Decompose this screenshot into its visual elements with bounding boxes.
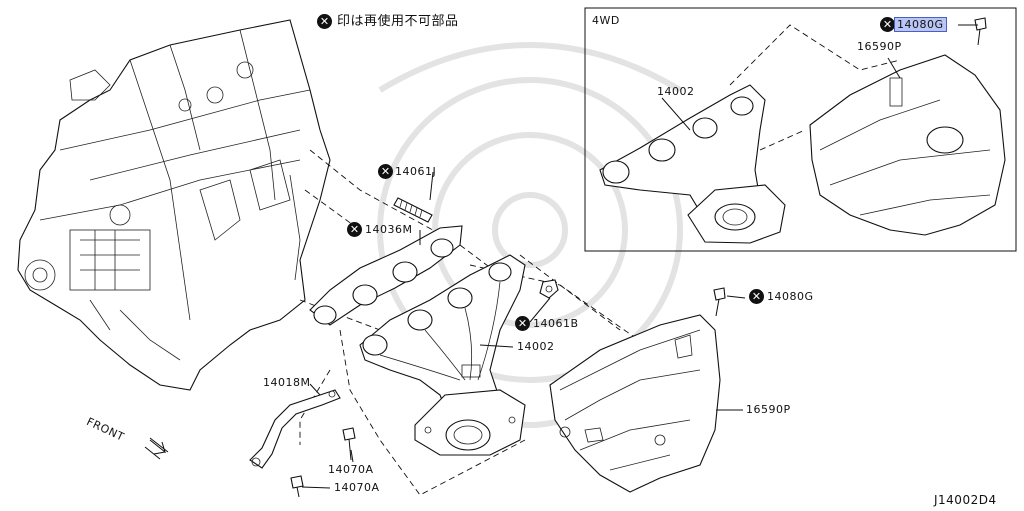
gasket-14036M bbox=[309, 225, 463, 326]
label-14061B[interactable]: 14061B bbox=[533, 317, 579, 330]
heat-insulator-16590P-4wd bbox=[809, 54, 1006, 236]
bolt-14070A-upper bbox=[342, 427, 356, 461]
label-16590P[interactable]: 16590P bbox=[746, 403, 791, 416]
label-14080G[interactable]: 14080G bbox=[767, 290, 814, 303]
x-circle-icon: ✕ bbox=[880, 17, 895, 32]
diagram-code: J14002D4 bbox=[934, 493, 997, 507]
x-circle-icon: ✕ bbox=[749, 289, 764, 304]
x-circle-icon: ✕ bbox=[347, 222, 362, 237]
label-14070A-lower[interactable]: 14070A bbox=[334, 481, 380, 494]
label-14080G-4wd[interactable]: 14080G bbox=[894, 17, 947, 32]
label-14036M[interactable]: 14036M bbox=[365, 223, 413, 236]
label-14018M[interactable]: 14018M bbox=[263, 376, 311, 389]
label-14002[interactable]: 14002 bbox=[517, 340, 555, 353]
label-14070A-upper[interactable]: 14070A bbox=[328, 463, 374, 476]
x-circle-icon: ✕ bbox=[515, 316, 530, 331]
bracket-14018M bbox=[249, 389, 341, 469]
x-circle-icon: ✕ bbox=[378, 164, 393, 179]
manifold-14002 bbox=[359, 254, 526, 456]
leader-lines bbox=[299, 24, 901, 496]
bolt-14080G-4wd bbox=[974, 17, 987, 46]
engine-block bbox=[17, 19, 331, 391]
inset-frame bbox=[584, 7, 1017, 252]
x-circle-icon: ✕ bbox=[317, 14, 332, 29]
non-reusable-note: 印は再使用不可部品 bbox=[337, 14, 459, 29]
front-arrow-icon bbox=[144, 437, 169, 460]
label-leaders bbox=[301, 24, 978, 489]
label-14061J[interactable]: 14061J bbox=[395, 165, 437, 178]
manifold-14002-4wd bbox=[599, 84, 786, 244]
label-16590P-4wd[interactable]: 16590P bbox=[857, 40, 902, 53]
label-14002-4wd[interactable]: 14002 bbox=[657, 85, 695, 98]
inset-label-4wd: 4WD bbox=[592, 14, 620, 27]
heat-insulator-16590P bbox=[549, 314, 721, 493]
nut-14061B bbox=[539, 279, 559, 299]
bolt-14070A-lower bbox=[290, 475, 304, 498]
stud-14061J bbox=[393, 197, 433, 223]
bolt-14080G bbox=[713, 287, 726, 317]
